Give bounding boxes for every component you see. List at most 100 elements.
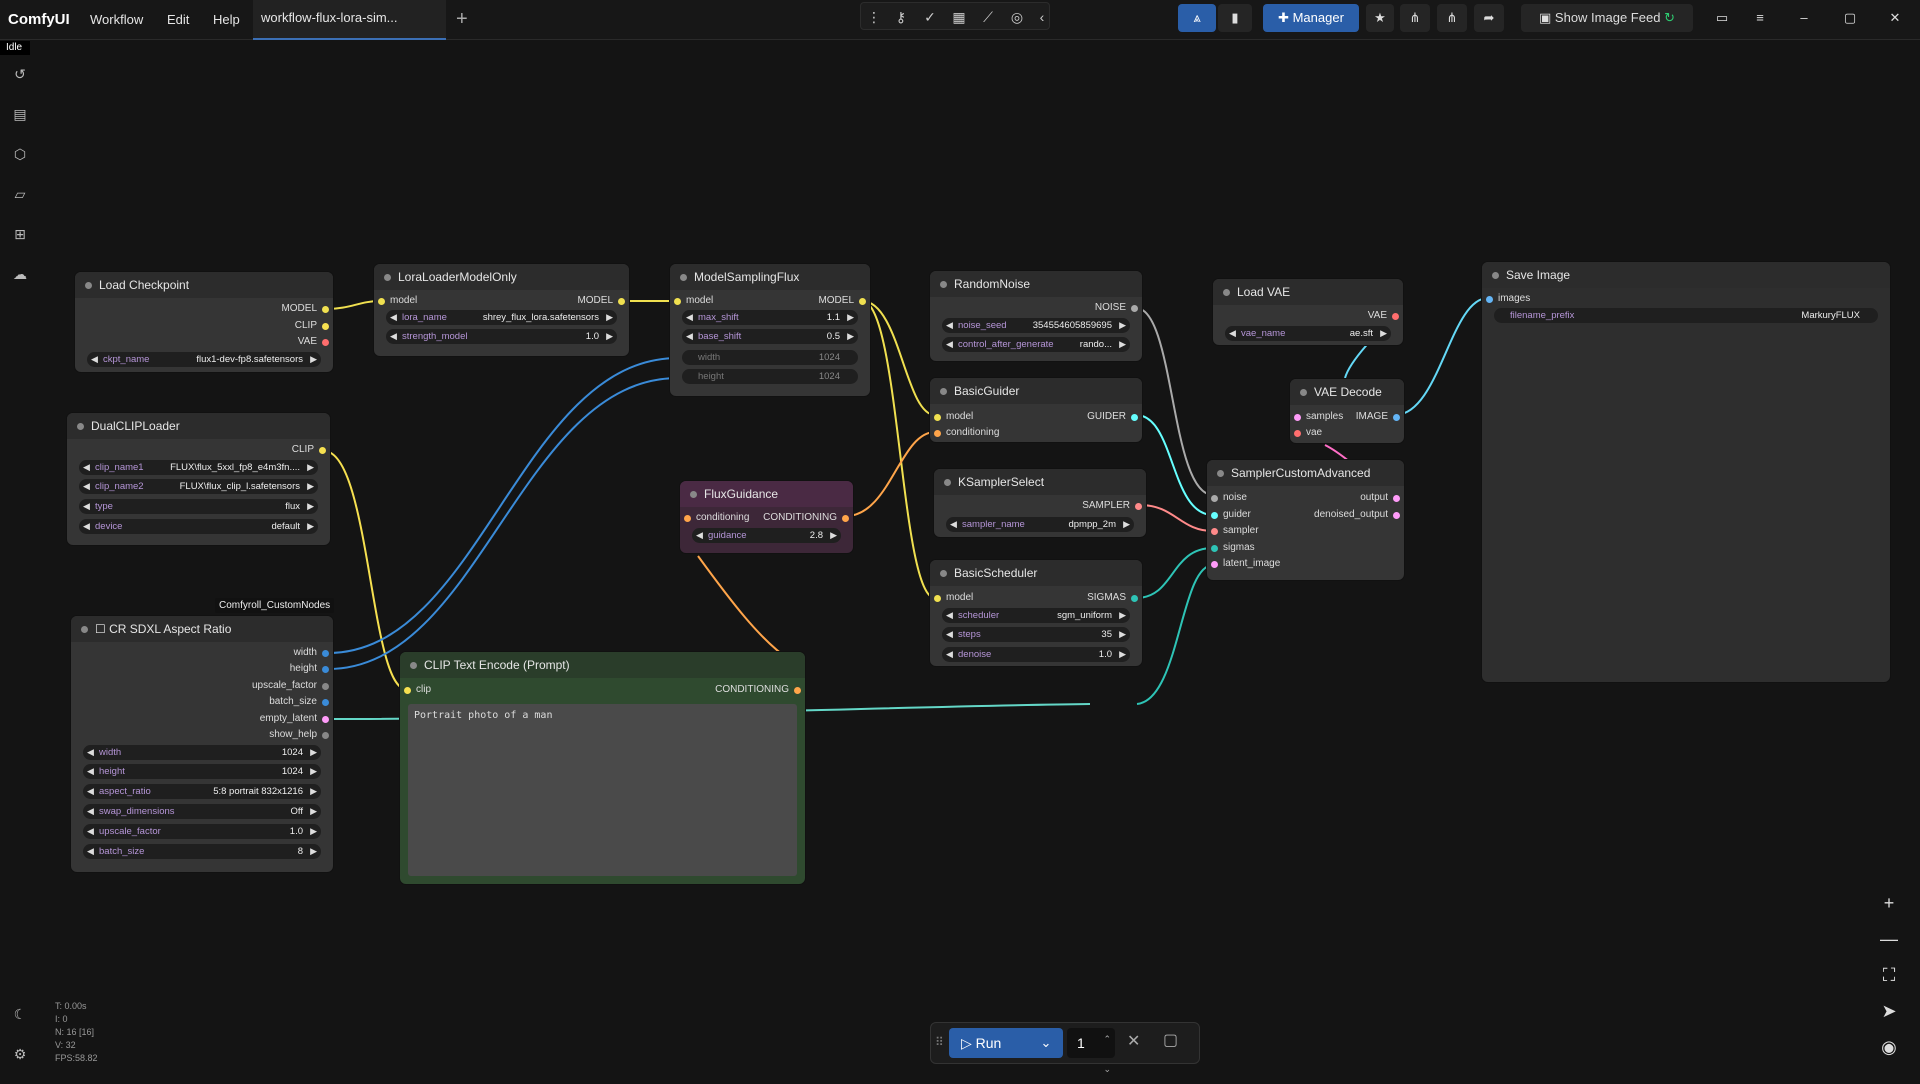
github-icon[interactable]: ◎: [1010, 9, 1024, 25]
star-icon[interactable]: ★: [1366, 4, 1394, 32]
queue-icon[interactable]: ▤: [13, 106, 27, 122]
node-title[interactable]: SamplerCustomAdvanced: [1207, 460, 1404, 486]
input-conditioning[interactable]: conditioning: [680, 512, 749, 523]
show-image-feed-button[interactable]: ▣ Show Image Feed ↻: [1521, 4, 1693, 32]
input-model[interactable]: model: [374, 295, 417, 306]
settings-gear-icon[interactable]: ⚙: [13, 1046, 27, 1062]
node-vae-decode[interactable]: VAE Decode samples vae IMAGE: [1290, 379, 1404, 443]
output-upscale-factor[interactable]: upscale_factor: [252, 680, 333, 691]
tab-workflow[interactable]: workflow-flux-lora-sim...: [253, 0, 446, 40]
visibility-eye-icon[interactable]: ◉: [1881, 1037, 1897, 1057]
output-clip[interactable]: CLIP: [295, 320, 333, 331]
node-cr-sdxl-aspect-ratio[interactable]: ☐ CR SDXL Aspect Ratio width height upsc…: [71, 616, 333, 872]
node-title[interactable]: RandomNoise: [930, 271, 1142, 297]
node-model-sampling-flux[interactable]: ModelSamplingFlux model MODEL ◀max_shift…: [670, 264, 870, 396]
input-images[interactable]: images: [1482, 293, 1530, 304]
input-vae[interactable]: vae: [1290, 427, 1322, 438]
close-icon[interactable]: ✕: [1889, 10, 1901, 25]
drag-handle-icon[interactable]: ⠿: [935, 1035, 944, 1049]
stepper-icon[interactable]: ⌃⌄: [1103, 1034, 1111, 1074]
output-clip[interactable]: CLIP: [292, 444, 330, 455]
input-clip[interactable]: clip: [400, 684, 431, 695]
input-noise[interactable]: noise: [1207, 492, 1247, 503]
zoom-out-icon[interactable]: —: [1880, 929, 1898, 949]
node-library-icon[interactable]: ⊞: [14, 226, 26, 242]
output-denoised-output[interactable]: denoised_output: [1314, 509, 1404, 520]
node-title[interactable]: BasicGuider: [930, 378, 1142, 404]
hamburger-icon[interactable]: ≡: [1756, 10, 1764, 25]
panel-icon[interactable]: ▭: [1715, 10, 1729, 25]
output-sampler[interactable]: SAMPLER: [1082, 500, 1146, 511]
node-title[interactable]: BasicScheduler: [930, 560, 1142, 586]
output-model[interactable]: MODEL: [818, 295, 870, 306]
output-conditioning[interactable]: CONDITIONING: [715, 684, 805, 695]
run-button[interactable]: ▷ Run: [949, 1028, 1029, 1058]
node-flux-guidance[interactable]: FluxGuidance conditioning CONDITIONING ◀…: [680, 481, 853, 553]
output-empty-latent[interactable]: empty_latent: [260, 713, 333, 724]
run-options-chevron-icon[interactable]: ⌄: [1029, 1028, 1063, 1058]
output-output[interactable]: output: [1360, 492, 1404, 503]
comfy-icon[interactable]: ⩓: [1178, 4, 1216, 32]
check-icon[interactable]: ✓: [924, 9, 936, 25]
new-tab-button[interactable]: +: [456, 8, 468, 30]
node-title[interactable]: ☐ CR SDXL Aspect Ratio: [71, 616, 333, 642]
batch-count-input[interactable]: 1⌃⌄: [1067, 1028, 1115, 1074]
output-model[interactable]: MODEL: [281, 303, 333, 314]
bookmark-icon[interactable]: ▮: [1218, 4, 1252, 32]
node-clip-text-encode[interactable]: CLIP Text Encode (Prompt) clip CONDITION…: [400, 652, 805, 884]
input-sigmas[interactable]: sigmas: [1207, 542, 1255, 553]
share-icon[interactable]: ➦: [1474, 4, 1504, 32]
locate-icon[interactable]: ➤: [1881, 1001, 1897, 1021]
menu-help[interactable]: Help: [213, 12, 240, 27]
key-icon[interactable]: ⚷: [895, 9, 907, 25]
folder-icon[interactable]: ▱: [14, 186, 26, 202]
zoom-in-icon[interactable]: +: [1883, 893, 1895, 913]
manager-button[interactable]: ✚ Manager: [1263, 4, 1359, 32]
cancel-icon[interactable]: ✕: [1127, 1033, 1141, 1050]
node-title[interactable]: LoraLoaderModelOnly: [374, 264, 629, 290]
node-basic-guider[interactable]: BasicGuider model conditioning GUIDER: [930, 378, 1142, 442]
fit-view-icon[interactable]: ⛶: [1882, 965, 1896, 985]
minimize-icon[interactable]: –: [1800, 10, 1808, 25]
history-icon[interactable]: ↺: [14, 66, 26, 82]
node-icon-1[interactable]: ⋔: [1400, 4, 1430, 32]
node-icon-2[interactable]: ⋔: [1437, 4, 1467, 32]
output-guider[interactable]: GUIDER: [1087, 411, 1142, 422]
input-latent-image[interactable]: latent_image: [1207, 558, 1280, 569]
node-sampler-custom-advanced[interactable]: SamplerCustomAdvanced noise guider sampl…: [1207, 460, 1404, 580]
input-samples[interactable]: samples: [1290, 411, 1343, 422]
theme-moon-icon[interactable]: ☾: [13, 1006, 27, 1022]
output-sigmas[interactable]: SIGMAS: [1087, 592, 1142, 603]
output-height[interactable]: height: [290, 663, 333, 674]
output-noise[interactable]: NOISE: [1095, 302, 1142, 313]
prompt-textarea[interactable]: [408, 704, 797, 876]
node-title[interactable]: CLIP Text Encode (Prompt): [400, 652, 805, 678]
checkbox-icon[interactable]: ☐: [95, 622, 110, 636]
input-conditioning[interactable]: conditioning: [930, 427, 999, 438]
node-lora-loader[interactable]: LoraLoaderModelOnly model MODEL ◀lora_na…: [374, 264, 629, 356]
